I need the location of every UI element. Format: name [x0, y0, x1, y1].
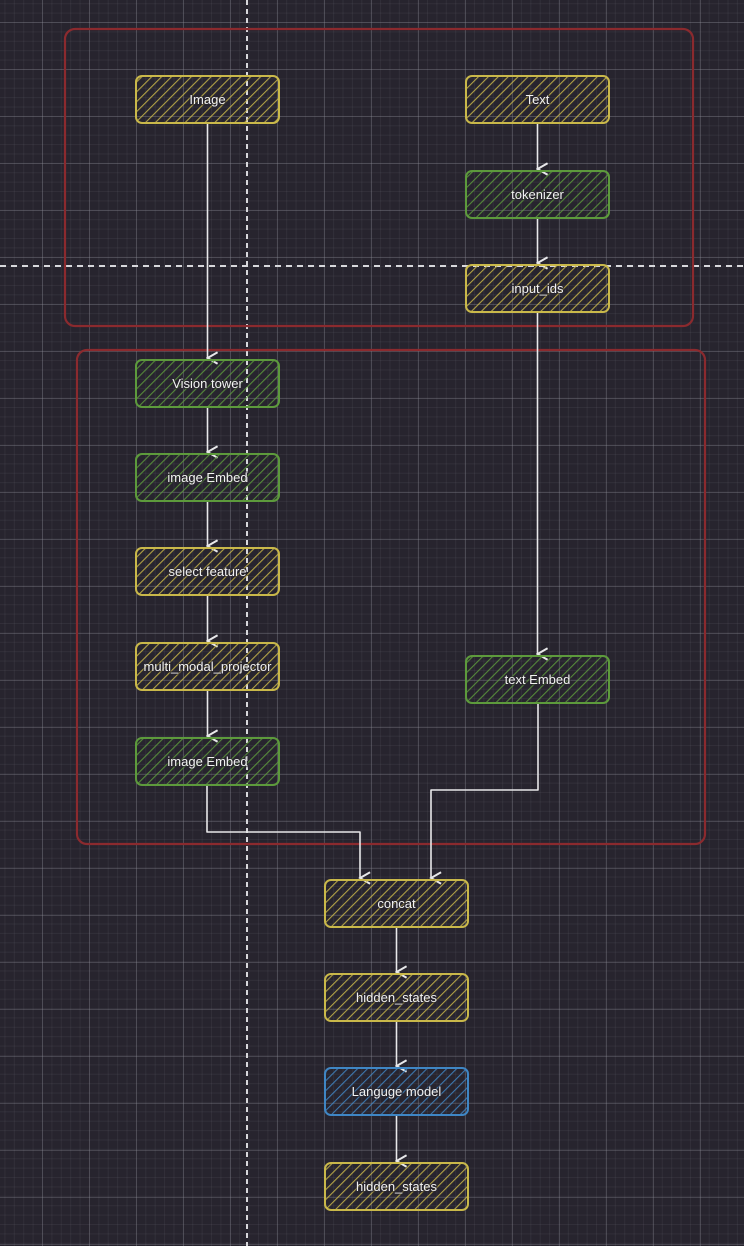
node-label: Image: [189, 92, 225, 107]
node-text[interactable]: Text: [465, 75, 610, 124]
node-label: image Embed: [167, 754, 247, 769]
node-hidden-states-2[interactable]: hidden_states: [324, 1162, 469, 1211]
node-box: [465, 264, 610, 313]
node-language-model[interactable]: Languge model: [324, 1067, 469, 1116]
node-box: [135, 75, 280, 124]
node-label: Vision tower: [172, 376, 243, 391]
node-label: hidden_states: [356, 990, 437, 1005]
node-box: [324, 1067, 469, 1116]
node-select-feature[interactable]: select feature: [135, 547, 280, 596]
edge-text-embed-to-concat: [431, 703, 539, 878]
node-box: [135, 642, 280, 691]
node-label: text Embed: [505, 672, 571, 687]
embedding-region: [75, 348, 707, 846]
edge-image-embed-2-to-concat: [206, 785, 360, 878]
node-label: input_ids: [511, 281, 564, 296]
node-vision-tower[interactable]: Vision tower: [135, 359, 280, 408]
node-label: image Embed: [167, 470, 247, 485]
node-box: [135, 737, 280, 786]
node-label: Text: [526, 92, 550, 107]
node-multi-modal-projector[interactable]: multi_modal_projector: [135, 642, 280, 691]
node-box: [465, 75, 610, 124]
input-region: [63, 27, 695, 328]
node-text-embed[interactable]: text Embed: [465, 655, 610, 704]
node-label: multi_modal_projector: [144, 659, 273, 674]
node-box: [135, 359, 280, 408]
node-image[interactable]: Image: [135, 75, 280, 124]
node-label: tokenizer: [511, 187, 564, 202]
node-input-ids[interactable]: input_ids: [465, 264, 610, 313]
node-tokenizer[interactable]: tokenizer: [465, 170, 610, 219]
node-label: select feature: [168, 564, 246, 579]
node-box: [135, 453, 280, 502]
node-box: [324, 879, 469, 928]
node-box: [324, 973, 469, 1022]
node-concat[interactable]: concat: [324, 879, 469, 928]
node-label: hidden_states: [356, 1179, 437, 1194]
node-label: Languge model: [352, 1084, 442, 1099]
node-box: [324, 1162, 469, 1211]
node-box: [465, 655, 610, 704]
node-image-embed-2[interactable]: image Embed: [135, 737, 280, 786]
node-hidden-states-1[interactable]: hidden_states: [324, 973, 469, 1022]
node-image-embed-1[interactable]: image Embed: [135, 453, 280, 502]
node-box: [135, 547, 280, 596]
node-box: [465, 170, 610, 219]
node-label: concat: [377, 896, 416, 911]
